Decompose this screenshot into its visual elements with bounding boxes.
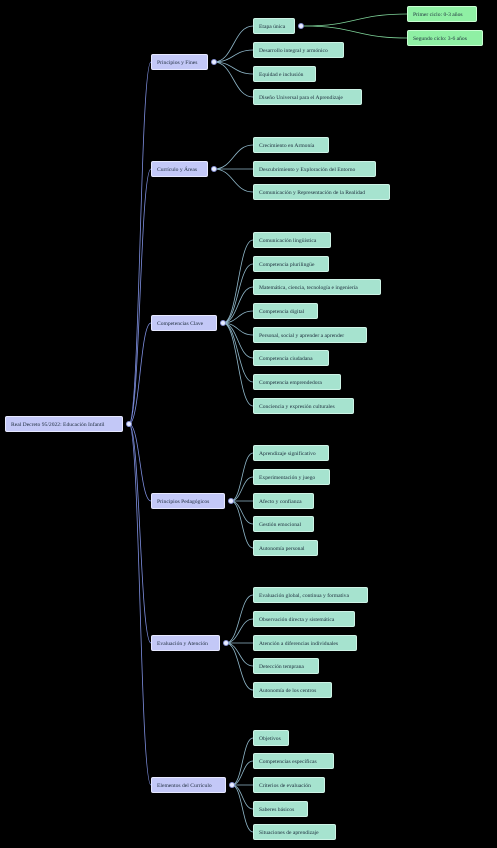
leaf-personal-social[interactable]: Personal, social y aprender a aprender	[253, 327, 367, 343]
connector-category-competencias-clave-leaf-conciencia-culturales	[222, 322, 254, 407]
sub-primer-ciclo[interactable]: Primer ciclo: 0-3 años	[407, 6, 477, 22]
leaf-competencia-plurilingue[interactable]: Competencia plurilingüe	[253, 256, 329, 272]
category-competencias-clave[interactable]: Competencias Clave	[151, 315, 217, 331]
connector-category-principios-pedagogicos-leaf-gestion-emocional	[230, 500, 254, 525]
connector-category-evaluacion-atencion-leaf-deteccion-temprana	[225, 642, 254, 667]
category-evaluacion-atencion[interactable]: Evaluación y Atención	[151, 635, 220, 651]
leaf-diseno-universal[interactable]: Diseño Universal para el Aprendizaje	[253, 89, 362, 105]
collapse-toggle-cat-6[interactable]	[229, 782, 235, 788]
connector-category-principios-pedagogicos-leaf-autonomia-personal	[230, 500, 254, 549]
collapse-toggle-cat-3[interactable]	[220, 320, 226, 326]
connector-root-category-competencias-clave	[128, 322, 152, 425]
leaf-autonomia-centros[interactable]: Autonomía de los centros	[253, 682, 332, 698]
connector-category-competencias-clave-leaf-competencia-emprendedora	[222, 322, 254, 383]
leaf-afecto-confianza[interactable]: Afecto y confianza	[253, 493, 314, 509]
leaf-saberes-basicos[interactable]: Saberes básicos	[253, 801, 308, 817]
category-curriculo-areas[interactable]: Currículo y Áreas	[151, 161, 208, 177]
connector-category-principios-pedagogicos-leaf-aprendizaje-significativo	[230, 452, 254, 502]
connector-category-curriculo-areas-leaf-crecimiento-armonia	[213, 144, 254, 170]
leaf-criterios-evaluacion[interactable]: Criterios de evaluación	[253, 777, 325, 793]
leaf-competencia-digital[interactable]: Competencia digital	[253, 303, 318, 319]
collapse-toggle-etapa-unica[interactable]	[298, 23, 304, 29]
collapse-toggle-root[interactable]	[126, 421, 132, 427]
leaf-descubrimiento-entorno[interactable]: Descubrimiento y Exploración del Entorno	[253, 161, 376, 177]
connector-category-competencias-clave-leaf-competencia-plurilingue	[222, 263, 254, 324]
leaf-observacion-directa[interactable]: Observación directa y sistemática	[253, 611, 355, 627]
category-principios-pedagogicos[interactable]: Principios Pedagógicos	[151, 493, 225, 509]
connector-category-curriculo-areas-leaf-comunicacion-representacion	[213, 168, 254, 193]
leaf-comunicacion-linguistica[interactable]: Comunicación lingüística	[253, 232, 331, 248]
connector-category-competencias-clave-leaf-matematica-ciencia	[222, 286, 254, 324]
leaf-etapa-unica[interactable]: Etapa única	[253, 18, 295, 34]
connector-root-category-evaluacion-atencion	[128, 423, 152, 644]
sub-segundo-ciclo[interactable]: Segundo ciclo: 3-6 años	[407, 30, 483, 46]
connector-root-category-elementos-curriculo	[128, 423, 152, 786]
collapse-toggle-cat-4[interactable]	[228, 498, 234, 504]
leaf-competencia-emprendedora[interactable]: Competencia emprendedora	[253, 374, 341, 390]
connector-category-evaluacion-atencion-leaf-autonomia-centros	[225, 642, 254, 691]
leaf-competencia-ciudadana[interactable]: Competencia ciudadana	[253, 350, 329, 366]
leaf-atencion-diferencias[interactable]: Atención a diferencias individuales	[253, 635, 357, 651]
connector-category-evaluacion-atencion-leaf-evaluacion-global	[225, 594, 254, 644]
collapse-toggle-cat-2[interactable]	[211, 166, 217, 172]
leaf-deteccion-temprana[interactable]: Detección temprana	[253, 658, 319, 674]
collapse-toggle-cat-5[interactable]	[223, 640, 229, 646]
leaf-comunicacion-representacion[interactable]: Comunicación y Representación de la Real…	[253, 184, 390, 200]
category-principios-fines[interactable]: Principios y Fines	[151, 54, 208, 70]
category-elementos-curriculo[interactable]: Elementos del Currículo	[151, 777, 226, 793]
leaf-gestion-emocional[interactable]: Gestión emocional	[253, 516, 314, 532]
connector-etapa-sub-primer-ciclo	[303, 13, 408, 27]
leaf-autonomia-personal[interactable]: Autonomía personal	[253, 540, 318, 556]
leaf-competencias-especificas[interactable]: Competencias específicas	[253, 753, 334, 769]
leaf-crecimiento-armonia[interactable]: Crecimiento en Armonía	[253, 137, 329, 153]
connector-category-elementos-curriculo-leaf-competencias-especificas	[231, 760, 254, 786]
leaf-experimentacion-juego[interactable]: Experimentación y juego	[253, 469, 330, 485]
connector-category-elementos-curriculo-leaf-saberes-basicos	[231, 784, 254, 810]
leaf-situaciones-aprendizaje[interactable]: Situaciones de aprendizaje	[253, 824, 336, 840]
leaf-evaluacion-global[interactable]: Evaluación global, continua y formativa	[253, 587, 368, 603]
connector-category-principios-fines-leaf-diseno-universal	[213, 61, 254, 98]
connector-category-principios-pedagogicos-leaf-experimentacion-juego	[230, 476, 254, 502]
connector-root-category-curriculo-areas	[128, 168, 152, 425]
leaf-matematica-ciencia[interactable]: Matemática, ciencia, tecnología e ingeni…	[253, 279, 381, 295]
connector-category-principios-fines-leaf-desarrollo-integral	[213, 49, 254, 63]
leaf-conciencia-culturales[interactable]: Conciencia y expresión culturales	[253, 398, 354, 414]
root-node[interactable]: Real Decreto 95/2022: Educación Infantil	[5, 416, 123, 432]
connector-category-competencias-clave-leaf-comunicacion-linguistica	[222, 239, 254, 324]
connector-category-evaluacion-atencion-leaf-observacion-directa	[225, 618, 254, 644]
connector-category-principios-fines-leaf-equidad-inclusion	[213, 61, 254, 75]
connector-category-competencias-clave-leaf-competencia-digital	[222, 310, 254, 324]
leaf-objetivos[interactable]: Objetivos	[253, 730, 289, 746]
connector-root-category-principios-pedagogicos	[128, 423, 152, 502]
connector-category-principios-fines-leaf-etapa-unica	[213, 25, 254, 63]
connector-root-category-principios-fines	[128, 61, 152, 425]
leaf-equidad-inclusion[interactable]: Equidad e inclusión	[253, 66, 316, 82]
collapse-toggle-cat-1[interactable]	[211, 59, 217, 65]
leaf-aprendizaje-significativo[interactable]: Aprendizaje significativo	[253, 445, 329, 461]
connector-etapa-sub-segundo-ciclo	[303, 25, 408, 39]
leaf-desarrollo-integral[interactable]: Desarrollo integral y armónico	[253, 42, 344, 58]
